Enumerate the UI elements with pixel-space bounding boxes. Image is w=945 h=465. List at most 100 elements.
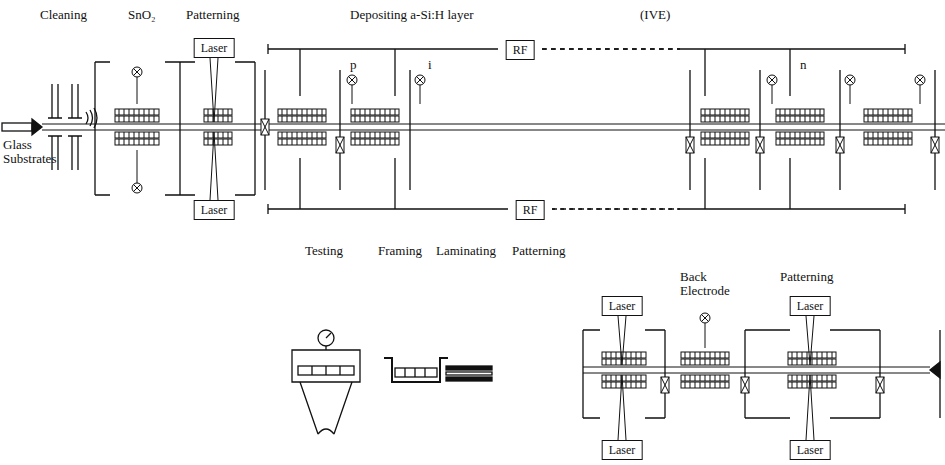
drawing-stroke — [149, 139, 150, 145]
drawing-stroke — [322, 116, 323, 122]
drawing-stroke — [287, 139, 288, 145]
drawing-stroke — [690, 375, 691, 381]
node-text: Laser — [201, 41, 228, 55]
drawing-stroke — [776, 139, 824, 145]
drawing-stroke — [812, 359, 813, 365]
drawing-stroke — [322, 132, 323, 138]
drawing-stroke — [312, 366, 340, 375]
drawing-stroke — [812, 382, 813, 388]
drawing-stroke — [735, 139, 736, 145]
drawing-stroke — [878, 132, 879, 138]
drawing-stroke — [95, 62, 255, 195]
drawing-stroke — [710, 352, 711, 358]
drawing-stroke — [715, 375, 716, 381]
drawing-stroke — [223, 139, 224, 145]
drawing-stroke — [139, 132, 140, 138]
drawing-stroke — [223, 132, 224, 138]
drawing-stroke — [792, 359, 793, 365]
drawing-stroke — [725, 139, 726, 145]
station-label: Patterning — [186, 8, 239, 22]
drawing-stroke — [149, 109, 150, 115]
drawing-stroke — [602, 375, 646, 381]
drawing-stroke — [218, 109, 219, 115]
drawing-stroke — [822, 352, 823, 358]
drawing-stroke — [701, 109, 749, 115]
drawing-stroke — [395, 139, 396, 145]
drawing-stroke — [626, 382, 627, 388]
drawing-stroke — [282, 109, 283, 115]
drawing-stroke — [873, 139, 874, 145]
drawing-stroke — [700, 352, 701, 358]
drawing-stroke — [788, 375, 836, 381]
drawing-stroke — [287, 116, 288, 122]
drawing-stroke — [154, 139, 155, 145]
drawing-stroke — [278, 109, 326, 115]
drawing-stroke — [792, 375, 793, 381]
drawing-stroke — [370, 116, 371, 122]
drawing-stroke — [124, 109, 125, 115]
drawing-stroke — [278, 116, 326, 122]
drawing-stroke — [832, 352, 833, 358]
station-label: n — [800, 58, 807, 72]
drawing-stroke — [915, 75, 925, 85]
node-text: Laser — [609, 443, 636, 457]
drawing-stroke — [820, 116, 821, 122]
drawing-stroke — [888, 116, 889, 122]
drawing-stroke — [908, 116, 909, 122]
drawing-stroke — [446, 372, 492, 375]
drawing-stroke — [395, 109, 396, 115]
drawing-stroke — [790, 139, 791, 145]
drawing-stroke — [805, 109, 806, 115]
drawing-stroke — [883, 139, 884, 145]
drawing-stroke — [606, 375, 607, 381]
drawing-stroke — [797, 382, 798, 388]
drawing-stroke — [395, 132, 396, 138]
drawing-stroke — [268, 49, 905, 209]
drawing-stroke — [931, 137, 939, 153]
station-label: i — [428, 58, 432, 72]
station-label: Depositing a-Si:H layer — [350, 8, 473, 22]
drawing-stroke — [420, 49, 680, 209]
drawing-stroke — [390, 109, 391, 115]
drawing-stroke — [710, 109, 711, 115]
drawing-stroke — [292, 139, 293, 145]
drawing-stroke — [690, 352, 691, 358]
drawing-stroke — [817, 352, 818, 358]
drawing-stroke — [836, 137, 844, 153]
drawing-stroke — [351, 109, 399, 115]
drawing-stroke — [144, 116, 145, 122]
drawing-stroke — [785, 132, 786, 138]
station-label: SnO₂ — [128, 8, 156, 22]
drawing-stroke — [715, 352, 716, 358]
drawing-stroke — [134, 116, 135, 122]
drawing-stroke — [204, 139, 232, 145]
drawing-stroke — [715, 132, 716, 138]
drawing-stroke — [626, 375, 627, 381]
drawing-stroke — [355, 139, 356, 145]
drawing-stroke — [815, 116, 816, 122]
drawing-stroke — [626, 359, 627, 365]
drawing-stroke — [893, 116, 894, 122]
drawing-stroke — [618, 375, 626, 440]
drawing-stroke — [360, 132, 361, 138]
drawing-stroke — [390, 132, 391, 138]
drawing-stroke — [134, 109, 135, 115]
drawing-stroke — [385, 139, 386, 145]
drawing-stroke — [745, 139, 746, 145]
drawing-stroke — [355, 109, 356, 115]
drawing-stroke — [800, 132, 801, 138]
drawing-stroke — [134, 132, 135, 138]
drawing-stroke — [908, 109, 909, 115]
drawing-stroke — [710, 116, 711, 122]
drawing-stroke — [800, 109, 801, 115]
station-label: p — [350, 58, 357, 72]
drawing-stroke — [864, 109, 912, 115]
drawing-stroke — [740, 132, 741, 138]
drawing-stroke — [307, 139, 308, 145]
drawing-stroke — [129, 132, 130, 138]
drawing-stroke — [701, 132, 749, 138]
drawing-stroke — [776, 116, 824, 122]
drawing-stroke — [208, 116, 209, 122]
drawing-stroke — [218, 139, 219, 145]
station-label: Laminating — [436, 244, 496, 258]
